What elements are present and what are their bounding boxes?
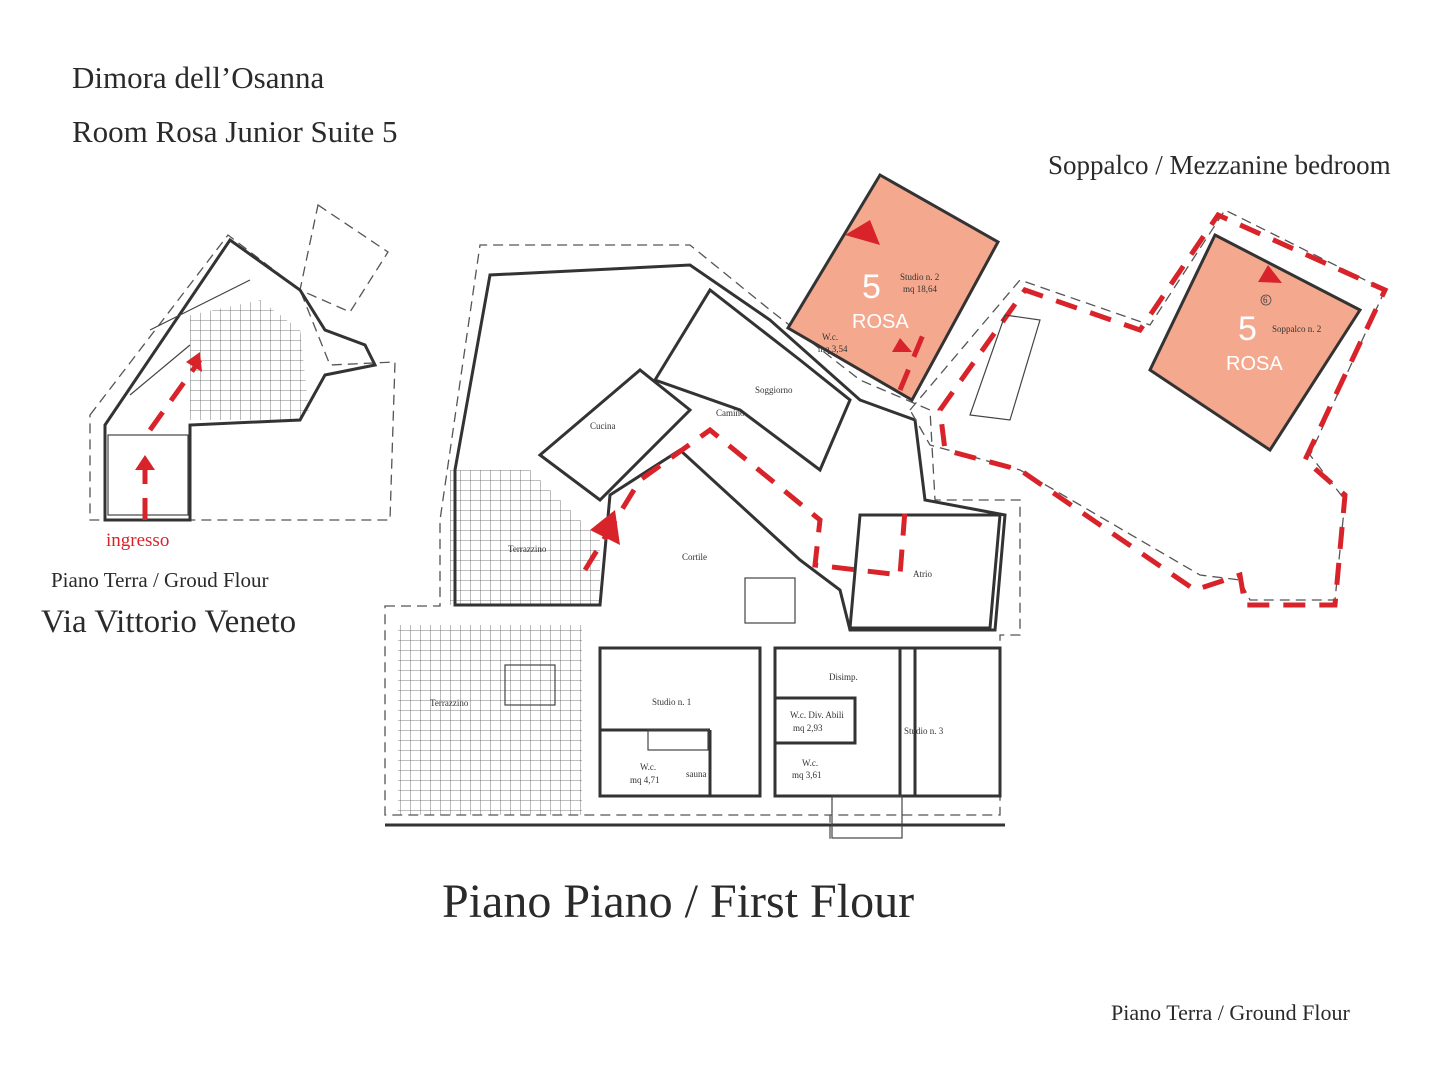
room-area-wc1: mq 4,71 [630,775,660,785]
courtyard-grid [190,300,310,420]
room-label-soppalco: Soppalco n. 2 [1272,324,1321,334]
entrance-label: ingresso [106,530,170,551]
room-area-wc-abili: mq 2,93 [793,723,823,733]
ground-floor-walls [103,237,378,522]
room-area-wc-rosa: mq 3,54 [818,344,848,354]
room-label-soggiorno: Soggiorno [755,385,793,395]
route-arrow-icon [1258,265,1282,283]
room-label-sauna: sauna [686,769,707,779]
room-label-studio1: Studio n. 1 [652,697,691,707]
property-title: Dimora dell’Osanna [72,60,325,95]
rosa-room [785,172,1001,403]
route-arrow-icon [845,220,880,245]
room-label-cucina: Cucina [590,421,616,431]
rosa-room-name: ROSA [852,311,909,333]
room-label-disimp: Disimp. [829,672,858,682]
room-area-wc3: mq 3,61 [792,770,822,780]
first-floor-title: Piano Piano / First Flour [442,875,915,928]
mezzanine-route [937,211,1389,608]
room-title: Room Rosa Junior Suite 5 [72,114,398,149]
room-label-wc1: W.c. [640,762,656,772]
soppalco-room-name: ROSA [1226,353,1283,375]
soppalco-room [1148,232,1363,453]
first-floor-route [582,426,908,578]
route-arrow-icon [135,455,155,470]
mezzanine-title: Soppalco / Mezzanine bedroom [1048,150,1391,180]
first-floor-plan [384,172,1021,840]
soppalco-marker [1260,294,1272,306]
room-label-terrazzino-1: Terrazzino [508,544,547,554]
terrazzino-1-grid [450,470,600,605]
room-label-camino: Camino [716,408,745,418]
room-label-wc-rosa: W.c. [822,332,838,342]
street-label: Via Vittorio Veneto [41,604,297,640]
footer-ground-floor-label: Piano Terra / Ground Flour [1111,1000,1350,1025]
room-label-wc-abili: W.c. Div. Abili [790,710,844,720]
room-label-studio2: Studio n. 2 [900,272,939,282]
ground-floor-plan [89,203,396,522]
ground-floor-label: Piano Terra / Groud Flour [51,568,269,592]
soppalco-marker-number: 6 [1263,295,1268,305]
route-arrow-icon [186,352,202,372]
room-area-studio2: mq 18,64 [903,284,938,294]
room-label-studio3: Studio n. 3 [904,726,944,736]
room-label-atrio: Atrio [913,569,932,579]
terrazzino-2-grid [398,625,582,815]
room-label-wc3: W.c. [802,758,818,768]
route-arrow-icon [892,338,912,352]
room-label-cortile: Cortile [682,552,707,562]
soppalco-room-number: 5 [1238,310,1257,348]
route-arrow-icon [590,510,620,545]
room-label-terrazzino-2: Terrazzino [430,698,469,708]
mezzanine-plan [909,209,1389,608]
rosa-room-number: 5 [862,268,881,306]
